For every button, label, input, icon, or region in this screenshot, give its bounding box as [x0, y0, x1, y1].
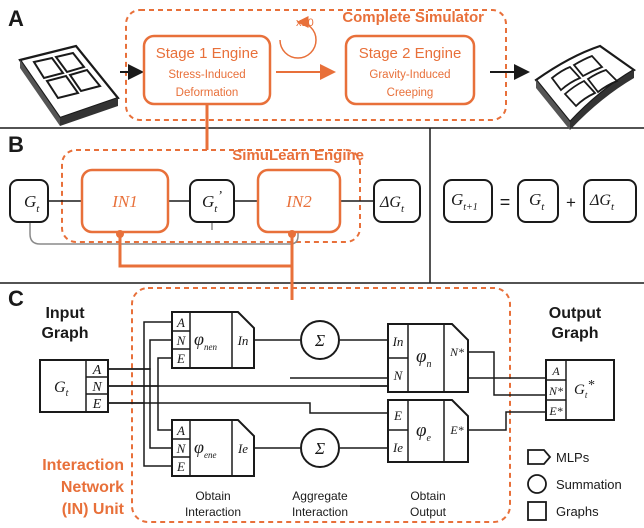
eq-gt1-label: Gt+1	[451, 190, 478, 213]
legend-mlp-icon	[527, 449, 552, 465]
in-unit-line2: Network	[61, 479, 124, 496]
simulearn-title: SimuLearn Engine	[232, 147, 364, 164]
mlp-ene: A N E φene Ie	[171, 419, 255, 477]
legend-graphs: Graphs	[556, 504, 599, 519]
mlp-n-out: N*	[449, 345, 464, 359]
stage1-line2: Deformation	[176, 87, 239, 99]
stage2-engine-box	[344, 34, 476, 106]
node-in2	[256, 168, 342, 234]
eq-gt1	[443, 179, 493, 223]
node-dgt	[373, 179, 421, 223]
mlp-n-slot-n: N	[393, 368, 404, 383]
legend-mlps: MLPs	[556, 450, 590, 465]
eq-gt	[517, 179, 559, 223]
eq-dgt-label: ΔGt	[589, 192, 615, 213]
legend-graph-icon	[527, 501, 547, 521]
repeat-loop-arrow	[279, 16, 317, 59]
mlp-nen-slot-n: N	[176, 333, 187, 348]
input-graph-title-1: Input	[45, 305, 85, 322]
step2-line1: Aggregate	[292, 489, 348, 503]
output-graph-title-1: Output	[549, 305, 602, 322]
mlp-n-slot-in: In	[392, 334, 404, 349]
input-g-label: Gt	[54, 379, 69, 399]
complete-simulator-title: Complete Simulator	[342, 9, 484, 26]
mlp-nen-slot-a: A	[176, 315, 185, 330]
output-slot-e: E*	[548, 404, 562, 418]
input-graph: Gt A N E	[39, 359, 109, 413]
repeat-count: x10	[296, 17, 314, 29]
flat-mold-icon	[18, 44, 120, 126]
node-in1-label: IN1	[111, 192, 138, 211]
eq-gt-label: Gt	[529, 190, 545, 213]
input-graph-title-2: Graph	[41, 325, 88, 342]
step1-line1: Obtain	[195, 489, 230, 503]
step3-line1: Obtain	[410, 489, 445, 503]
input-slot-a: A	[92, 363, 102, 378]
panel-b-label: B	[8, 132, 24, 157]
input-slot-e: E	[92, 397, 102, 412]
mlp-ene-slot-e: E	[176, 459, 185, 474]
complete-simulator-box	[125, 9, 507, 121]
node-gt-prime	[189, 179, 235, 223]
step2-line2: Interaction	[292, 505, 348, 519]
mlp-nen-phi: φnen	[194, 329, 217, 352]
mlp-e: E Ie φe E*	[387, 399, 469, 463]
mlp-nen-out: In	[237, 333, 249, 348]
simulearn-box	[61, 149, 361, 243]
panel-a-label: A	[8, 6, 24, 31]
mlp-nen: A N E φnen In	[171, 311, 255, 369]
mlp-n-phi: φn	[416, 346, 432, 370]
stage1-line1: Stress-Induced	[168, 69, 245, 81]
sum-bottom-symbol: Σ	[314, 439, 325, 458]
sum-top-symbol: Σ	[314, 331, 325, 350]
in-unit-line3: (IN) Unit	[62, 501, 125, 518]
legend: MLPs Summation Graphs	[527, 449, 622, 521]
mlp-ene-out: Ie	[237, 441, 248, 456]
node-in1	[80, 168, 170, 234]
step3-line2: Output	[410, 505, 447, 519]
stage1-title: Stage 1 Engine	[156, 45, 259, 62]
eq-dgt	[583, 179, 637, 223]
output-g-label: Gt*	[574, 378, 594, 400]
stage2-line2: Creeping	[387, 87, 434, 99]
in-unit-line1: Interaction	[42, 457, 124, 474]
skip-gt-in2	[29, 222, 299, 245]
mlp-e-out: E*	[449, 423, 463, 437]
node-gt-label: Gt	[24, 192, 40, 215]
panel-c-label: C	[8, 286, 24, 311]
node-gt-prime-label: Gt’	[202, 189, 222, 215]
mlp-ene-slot-a: A	[176, 423, 185, 438]
mlp-n: In N φn N*	[387, 323, 469, 393]
mlp-nen-slot-e: E	[176, 351, 185, 366]
input-slot-n: N	[91, 380, 102, 395]
output-graph: A N* E* Gt*	[545, 359, 615, 421]
step1-line2: Interaction	[185, 505, 241, 519]
deformed-mold-icon	[534, 44, 637, 130]
legend-sum-icon	[527, 474, 547, 494]
sum-bottom: Σ	[300, 428, 340, 468]
mlp-e-slot-ie: Ie	[392, 440, 403, 455]
sum-top: Σ	[300, 320, 340, 360]
mlp-ene-slot-n: N	[176, 441, 187, 456]
in-unit-box	[131, 287, 511, 523]
output-slot-n: N*	[548, 384, 563, 398]
mlp-ene-phi: φene	[194, 437, 216, 460]
output-graph-title-2: Graph	[551, 325, 598, 342]
node-gt	[9, 179, 49, 223]
node-in2-label: IN2	[285, 192, 312, 211]
stage2-title: Stage 2 Engine	[359, 45, 462, 62]
output-slot-a: A	[551, 364, 560, 378]
stage2-line1: Gravity-Induced	[369, 69, 450, 81]
eq-plus: +	[566, 193, 576, 212]
node-dgt-label: ΔGt	[379, 194, 405, 215]
wires	[108, 321, 546, 467]
mlp-e-slot-e: E	[393, 408, 402, 423]
legend-summation: Summation	[556, 477, 622, 492]
eq-equals: =	[500, 192, 511, 212]
mlp-e-phi: φe	[416, 420, 432, 444]
